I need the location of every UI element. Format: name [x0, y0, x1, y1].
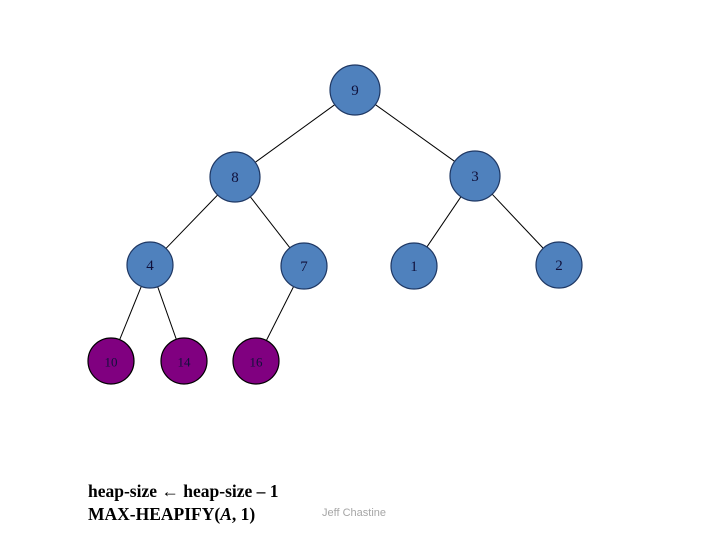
- tree-node-label: 10: [105, 355, 118, 370]
- tree-edge: [375, 104, 455, 162]
- tree-node-circle[interactable]: [209, 151, 261, 203]
- tree-node-circle[interactable]: [232, 337, 280, 385]
- pseudocode-line-1: heap-size ← heap-size – 1: [88, 481, 279, 501]
- tree-node-label: 7: [300, 259, 308, 275]
- tree-node-circle[interactable]: [126, 241, 174, 289]
- author-credit: Jeff Chastine: [322, 507, 387, 519]
- tree-node[interactable]: 2: [535, 241, 583, 289]
- pseudocode-block: heap-size ← heap-size – 1 MAX-HEAPIFY(A,…: [88, 480, 279, 526]
- tree-node-circle[interactable]: [329, 64, 381, 116]
- tree-node-label: 4: [146, 258, 154, 274]
- tree-node-label: 14: [178, 355, 192, 370]
- tree-node[interactable]: 14: [160, 337, 208, 385]
- tree-node-circle[interactable]: [535, 241, 583, 289]
- tree-node-label: 1: [410, 259, 418, 275]
- tree-node[interactable]: 3: [449, 150, 501, 202]
- pseudocode-line-2-suffix: , 1): [231, 504, 256, 525]
- tree-edge: [157, 286, 177, 340]
- tree-node-circle[interactable]: [449, 150, 501, 202]
- tree-node[interactable]: 10: [87, 337, 135, 385]
- tree-node[interactable]: 1: [390, 242, 438, 290]
- tree-edge: [249, 196, 291, 249]
- tree-node-label: 9: [351, 83, 359, 99]
- tree-node-circle[interactable]: [390, 242, 438, 290]
- tree-edge: [426, 196, 462, 248]
- tree-node-label: 2: [555, 258, 563, 274]
- tree-node-circle[interactable]: [160, 337, 208, 385]
- tree-edge: [254, 104, 336, 163]
- pseudocode-line-2-prefix: MAX-HEAPIFY(: [88, 504, 221, 525]
- tree-node[interactable]: 4: [126, 241, 174, 289]
- tree-node[interactable]: 9: [329, 64, 381, 116]
- tree-node[interactable]: 8: [209, 151, 261, 203]
- tree-node-label: 3: [471, 169, 479, 185]
- tree-edge: [165, 194, 218, 249]
- tree-node[interactable]: 7: [280, 242, 328, 290]
- tree-edge: [491, 193, 544, 249]
- tree-node-label: 16: [250, 355, 264, 370]
- pseudocode-line-2-argument: A: [220, 504, 232, 525]
- tree-nodes-layer: 9 8 3 4 7 1 2 10 14 16: [87, 64, 583, 385]
- tree-node-label: 8: [231, 170, 239, 186]
- tree-node[interactable]: 16: [232, 337, 280, 385]
- tree-edges-layer: [119, 104, 544, 341]
- tree-node-circle[interactable]: [87, 337, 135, 385]
- tree-edge: [265, 286, 295, 341]
- pseudocode-line-2: MAX-HEAPIFY(A, 1): [88, 503, 279, 526]
- tree-edge: [119, 286, 142, 340]
- tree-node-circle[interactable]: [280, 242, 328, 290]
